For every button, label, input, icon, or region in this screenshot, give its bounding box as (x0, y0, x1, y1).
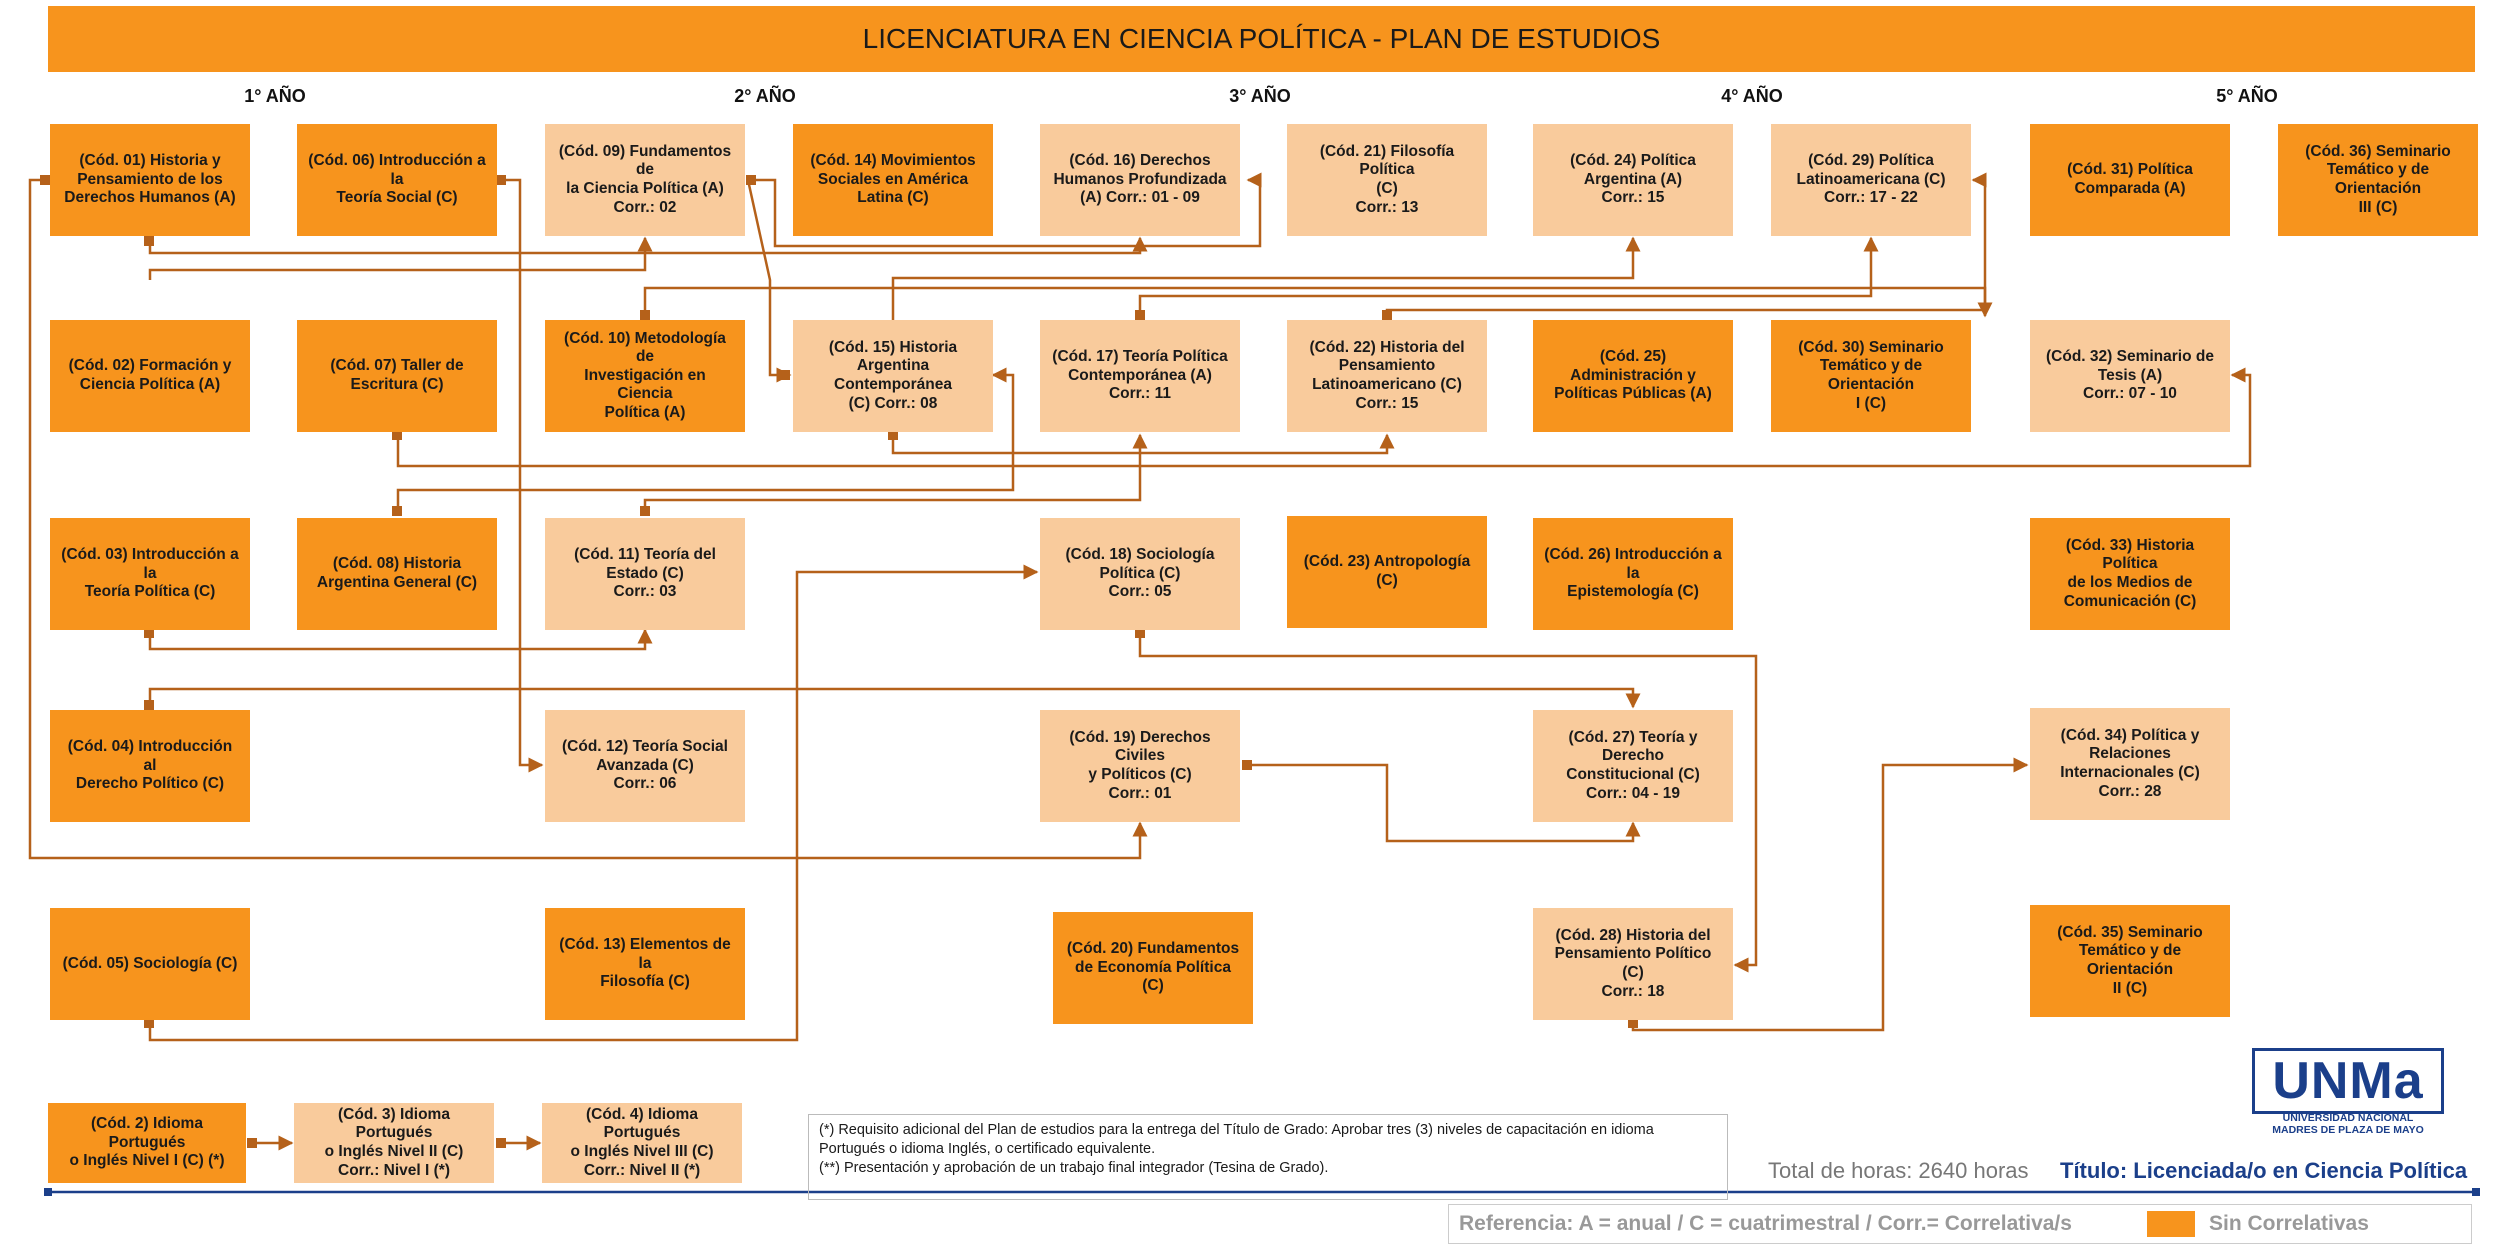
course-34: (Cód. 34) Política y Relaciones Internac… (2030, 708, 2230, 820)
course-20: (Cód. 20) Fundamentos de Economía Políti… (1053, 912, 1253, 1024)
connector-09-15 (746, 179, 792, 383)
course-12: (Cód. 12) Teoría Social Avanzada (C) Cor… (545, 710, 745, 822)
course-33: (Cód. 33) Historia Política de los Medio… (2030, 518, 2230, 630)
course-18: (Cód. 18) Sociología Política (C) Corr.:… (1040, 518, 1240, 630)
course-02: (Cód. 02) Formación y Ciencia Política (… (50, 320, 250, 432)
course-03: (Cód. 03) Introducción a la Teoría Polít… (50, 518, 250, 630)
connector-10-32 (643, 286, 1993, 318)
course-19: (Cód. 19) Derechos Civiles y Políticos (… (1040, 710, 1240, 822)
course-14: (Cód. 14) Movimientos Sociales en Améric… (793, 124, 993, 236)
footnote-2: (**) Presentación y aprobación de un tra… (819, 1159, 1329, 1176)
course-35: (Cód. 35) Seminario Temático y de Orient… (2030, 905, 2230, 1017)
connector-15-24 (891, 236, 1641, 342)
reference-legend: Referencia: A = anual / C = cuatrimestra… (1448, 1204, 2472, 1244)
year-header-2: 2° AÑO (734, 86, 796, 106)
language-level-3: (Cód. 4) Idioma Portugués o Inglés Nivel… (542, 1103, 742, 1183)
course-17: (Cód. 17) Teoría Política Contemporánea … (1040, 320, 1240, 432)
course-10: (Cód. 10) Metodología de Investigación e… (545, 320, 745, 432)
year-header-1: 1° AÑO (244, 86, 306, 106)
course-01: (Cód. 01) Historia y Pensamiento de los … (50, 124, 250, 236)
course-31: (Cód. 31) Política Comparada (A) (2030, 124, 2230, 236)
course-36: (Cód. 36) Seminario Temático y de Orient… (2278, 124, 2478, 236)
degree-title: Título: Licenciada/o en Ciencia Política (2060, 1158, 2468, 1183)
year-header-5: 5° AÑO (2216, 86, 2278, 106)
footnotes: (*) Requisito adicional del Plan de estu… (808, 1114, 1728, 1200)
year-header-3: 3° AÑO (1229, 86, 1291, 106)
language-level-1: (Cód. 2) Idioma Portugués o Inglés Nivel… (48, 1103, 246, 1183)
course-30: (Cód. 30) Seminario Temático y de Orient… (1771, 320, 1971, 432)
course-24: (Cód. 24) Política Argentina (A) Corr.: … (1533, 124, 1733, 236)
connector-01-16 (148, 236, 1148, 255)
language-level-2: (Cód. 3) Idioma Portugués o Inglés Nivel… (294, 1103, 494, 1183)
page-title: LICENCIATURA EN CIENCIA POLÍTICA - PLAN … (48, 6, 2475, 72)
logo-line-1: UNIVERSIDAD NACIONAL (2282, 1112, 2414, 1124)
reference-text: Referencia: A = anual / C = cuatrimestra… (1459, 1212, 2072, 1235)
course-22: (Cód. 22) Historia del Pensamiento Latin… (1287, 320, 1487, 432)
logo-line-2: MADRES DE PLAZA DE MAYO (2272, 1124, 2424, 1136)
course-26: (Cód. 26) Introducción a la Epistemologí… (1533, 518, 1733, 630)
course-07: (Cód. 07) Taller de Escritura (C) (297, 320, 497, 432)
logo-frame (2252, 1048, 2444, 1114)
course-08: (Cód. 08) Historia Argentina General (C) (297, 518, 497, 630)
page-title-text: LICENCIATURA EN CIENCIA POLÍTICA - PLAN … (862, 23, 1661, 54)
legend-no-prereq: Sin Correlativas (2209, 1212, 2369, 1235)
legend-swatch-icon (2147, 1211, 2195, 1237)
connector-02-09 (148, 236, 653, 280)
connector-06-12 (498, 178, 544, 773)
course-29: (Cód. 29) Política Latinoamericana (C) C… (1771, 124, 1971, 236)
connector-17-29 (1138, 236, 1879, 316)
logo-word: UNMa (2272, 1052, 2424, 1110)
connector-04-27 (148, 687, 1641, 710)
course-15: (Cód. 15) Historia Argentina Contemporán… (793, 320, 993, 432)
course-09: (Cód. 09) Fundamentos de la Ciencia Polí… (545, 124, 745, 236)
course-13: (Cód. 13) Elementos de la Filosofía (C) (545, 908, 745, 1020)
course-32: (Cód. 32) Seminario de Tesis (A) Corr.: … (2030, 320, 2230, 432)
course-28: (Cód. 28) Historia del Pensamiento Polít… (1533, 908, 1733, 1020)
unma-logo: UNMa UNIVERSIDAD NACIONAL MADRES DE PLAZ… (2252, 1048, 2448, 1136)
total-hours: Total de horas: 2640 horas (1768, 1158, 2029, 1183)
connector-03-11 (148, 628, 653, 651)
course-04: (Cód. 04) Introducción al Derecho Políti… (50, 710, 250, 822)
connector-11-17 (643, 433, 1148, 514)
year-header-4: 4° AÑO (1721, 86, 1783, 106)
course-21: (Cód. 21) Filosofía Política (C) Corr.: … (1287, 124, 1487, 236)
connector-15-22 (891, 432, 1395, 455)
course-23: (Cód. 23) Antropología (C) (1287, 516, 1487, 628)
course-06: (Cód. 06) Introducción a la Teoría Socia… (297, 124, 497, 236)
course-25: (Cód. 25) Administración y Políticas Púb… (1533, 320, 1733, 432)
course-05: (Cód. 05) Sociología (C) (50, 908, 250, 1020)
course-16: (Cód. 16) Derechos Humanos Profundizada … (1040, 124, 1240, 236)
course-27: (Cód. 27) Teoría y Derecho Constituciona… (1533, 710, 1733, 822)
course-11: (Cód. 11) Teoría del Estado (C) Corr.: 0… (545, 518, 745, 630)
footnote-1: (*) Requisito adicional del Plan de estu… (819, 1122, 1654, 1157)
